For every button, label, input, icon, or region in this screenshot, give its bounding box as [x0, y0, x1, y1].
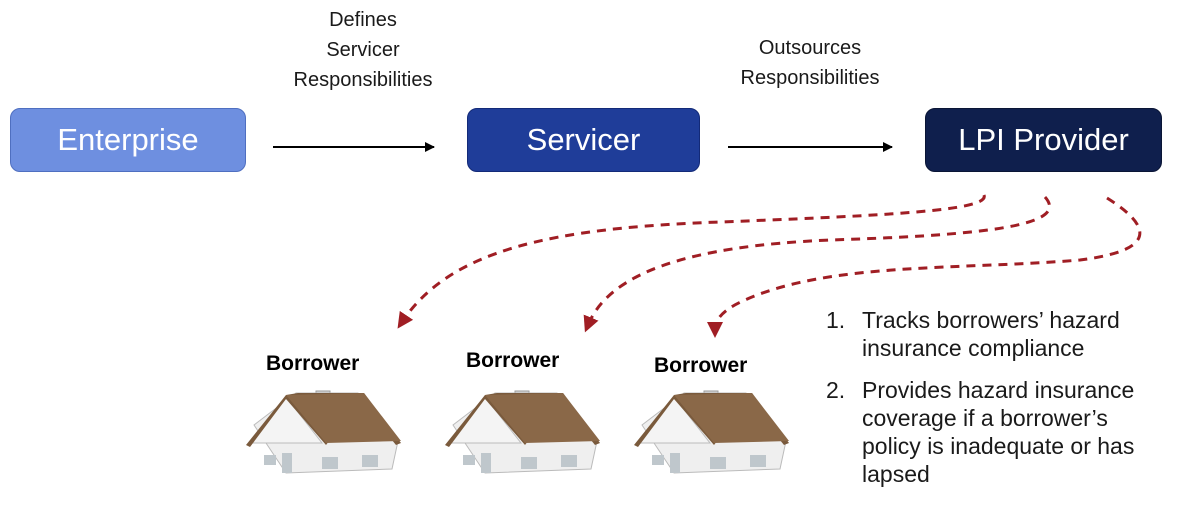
edge-label-line: Outsources	[758, 37, 862, 59]
edge-label-line: Responsibilities	[740, 67, 880, 89]
duty-text-line: policy is inadequate or has	[862, 433, 1135, 459]
duty-number: 2.	[826, 377, 846, 403]
lpi-to-borrower-2-dashed-arrow	[583, 196, 1051, 333]
duty-item: 2. Provides hazard insurance coverage if…	[826, 376, 1176, 488]
edge-label-line: Defines	[329, 9, 397, 31]
lpi-provider-node: LPI Provider	[925, 108, 1162, 172]
duty-text-line: insurance compliance	[862, 335, 1085, 361]
house-icon	[634, 390, 789, 474]
edge-label-line: Responsibilities	[293, 69, 433, 91]
duty-item: 1. Tracks borrowers’ hazard insurance co…	[826, 306, 1176, 362]
lpi-duties-list: 1. Tracks borrowers’ hazard insurance co…	[826, 306, 1176, 502]
house-icon	[246, 390, 401, 474]
borrower-label: Borrower	[654, 354, 748, 377]
lpi-provider-label: LPI Provider	[958, 122, 1129, 157]
enterprise-node: Enterprise	[10, 108, 246, 172]
duty-text-line: coverage if a borrower’s	[862, 405, 1108, 431]
enterprise-servicer-edge-label: Defines Servicer Responsibilities	[263, 5, 463, 95]
lpi-to-borrower-1-dashed-arrow	[397, 194, 986, 329]
duty-text-line: Provides hazard insurance	[862, 377, 1135, 403]
duty-text-line: lapsed	[862, 461, 930, 487]
servicer-label: Servicer	[526, 122, 641, 157]
borrower-label: Borrower	[466, 349, 560, 372]
borrower-label: Borrower	[266, 352, 360, 375]
servicer-lpi-edge-label: Outsources Responsibilities	[710, 33, 910, 93]
enterprise-label: Enterprise	[57, 122, 199, 157]
lpi-to-borrower-3-dashed-arrow	[707, 196, 1142, 338]
edge-label-line: Servicer	[326, 39, 400, 61]
duty-number: 1.	[826, 307, 846, 333]
servicer-node: Servicer	[467, 108, 700, 172]
house-icon	[445, 390, 600, 474]
duty-text-line: Tracks borrowers’ hazard	[862, 307, 1120, 333]
